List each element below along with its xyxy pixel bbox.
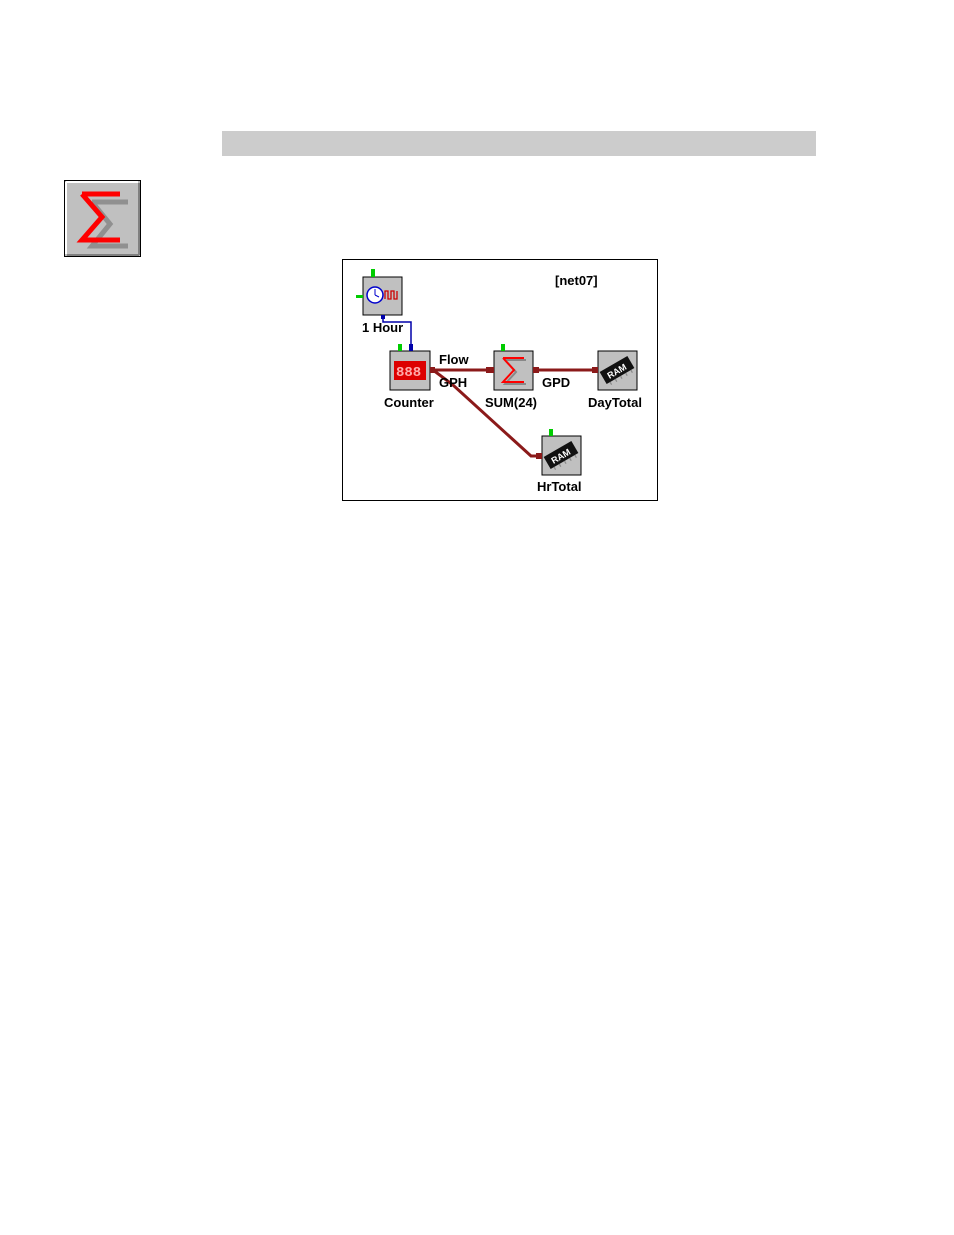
digital-display-icon: 888 [394,361,426,381]
sum-label: SUM(24) [485,395,537,410]
section-header-bar [222,131,816,156]
timer-label: 1 Hour [362,320,403,335]
daytotal-label: DayTotal [588,395,642,410]
counter-node[interactable]: 888 [390,344,435,390]
daytotal-node[interactable]: RAM [592,351,637,390]
sum-icon [64,180,141,257]
network-diagram: 1 Hour 888 Counter SUM(24) [342,259,658,501]
sum-node[interactable] [486,344,539,390]
wire-label-flow: Flow [439,352,469,367]
hrtotal-label: HrTotal [537,479,582,494]
wire-label-gph: GPH [439,375,467,390]
network-id: [net07] [555,273,598,288]
hrtotal-node[interactable]: RAM [536,429,581,475]
timer-node[interactable] [356,269,402,319]
wire-label-gpd: GPD [542,375,570,390]
counter-display: 888 [396,365,421,381]
counter-label: Counter [384,395,434,410]
